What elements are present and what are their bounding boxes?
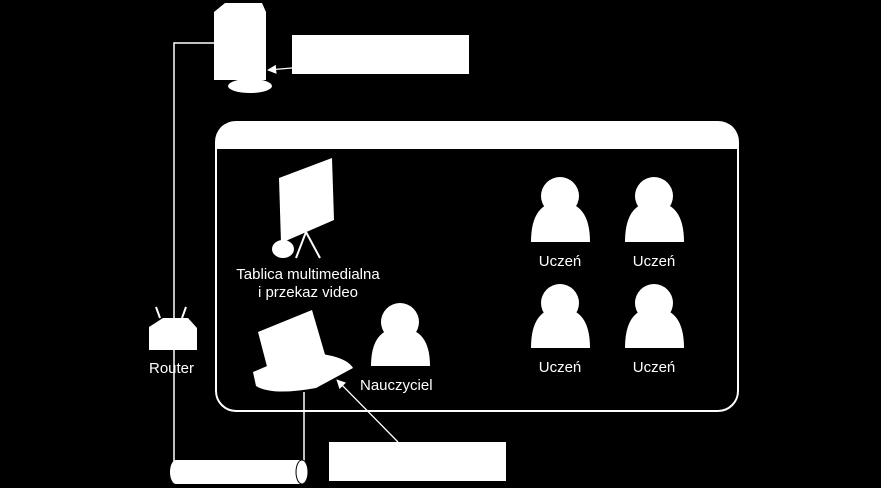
classroom-panel bbox=[215, 121, 739, 412]
board-label-line1: Tablica multimedialna bbox=[236, 266, 380, 283]
server-icon bbox=[214, 3, 272, 93]
laptop-callout-arrow bbox=[336, 379, 399, 443]
student-icon-4 bbox=[625, 284, 684, 348]
student-label-1: Uczeń bbox=[538, 253, 582, 270]
student-label-3: Uczeń bbox=[538, 359, 582, 376]
student-icon-2 bbox=[625, 177, 684, 242]
router-label: Router bbox=[149, 360, 195, 377]
server-callout-box bbox=[292, 35, 469, 74]
student-icon-1 bbox=[531, 177, 590, 242]
router-icon bbox=[149, 306, 197, 350]
student-icon-3 bbox=[531, 284, 590, 348]
laptop-callout-box bbox=[329, 442, 506, 481]
laptop-icon bbox=[253, 310, 353, 392]
storage-cylinder-icon bbox=[170, 459, 309, 485]
whiteboard-icon bbox=[272, 158, 334, 259]
student-label-2: Uczeń bbox=[632, 253, 676, 270]
teacher-icon bbox=[371, 303, 430, 366]
server-callout-arrow bbox=[267, 64, 293, 74]
board-label: Tablica multimedialna i przekaz video bbox=[218, 266, 398, 302]
board-label-line2: i przekaz video bbox=[257, 284, 359, 301]
teacher-label: Nauczyciel bbox=[360, 377, 433, 394]
student-label-4: Uczeń bbox=[632, 359, 676, 376]
